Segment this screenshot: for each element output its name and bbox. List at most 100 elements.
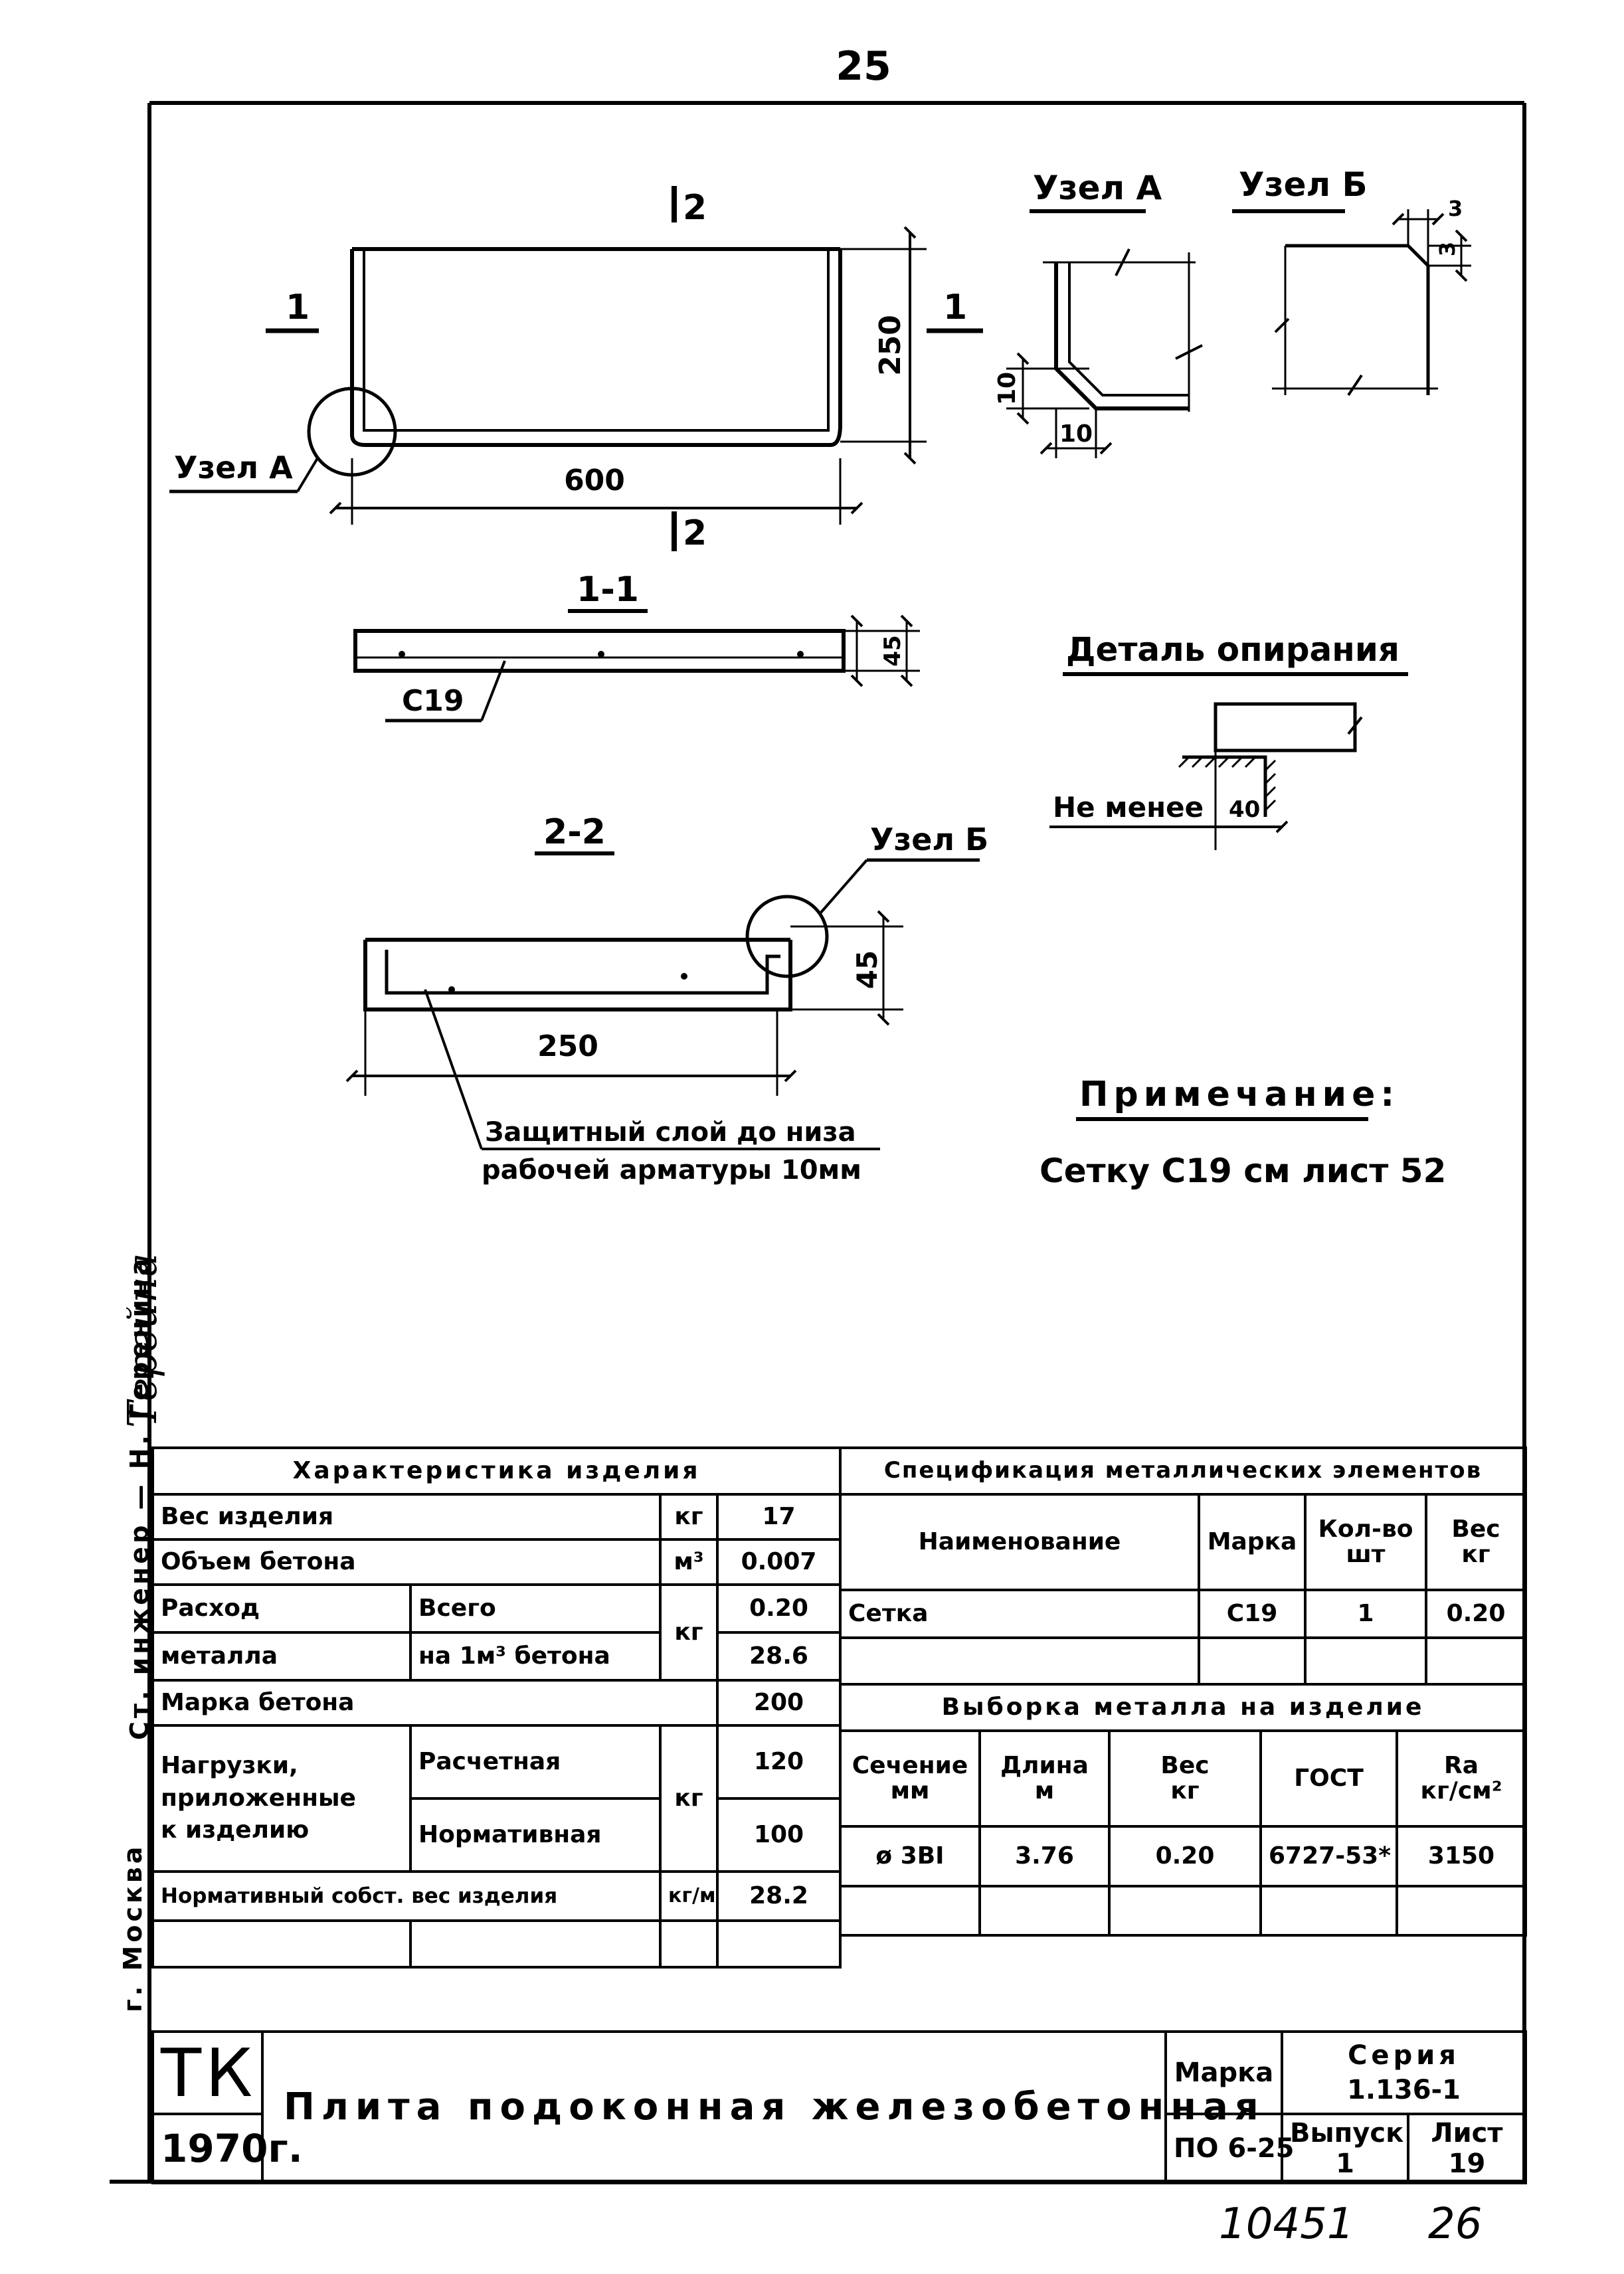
mark-label: Марка [1164, 2030, 1283, 2115]
weight-label: Вес изделия [151, 1493, 662, 1541]
loads-label-3: к изделию [161, 1816, 310, 1844]
self-weight-label: Нормативный собст. вес изделия [151, 1870, 662, 1922]
metal-row-section: ø 3ВI [839, 1825, 981, 1887]
metal-header-section-2: мм [890, 1777, 930, 1804]
metal-row-weight: 0.20 [1108, 1825, 1262, 1887]
metal-row-gost: 6727-53* [1259, 1825, 1398, 1887]
empty-cell [1108, 1885, 1262, 1937]
spec-header-qty-2: шт [1346, 1541, 1386, 1568]
empty-cell [978, 1885, 1111, 1937]
node-b-detail: Узел Б 3 3 [1232, 165, 1471, 396]
plan-view: 2 2 1 1 Узел А 600 250 [169, 186, 983, 553]
spec-row-qty: 1 [1304, 1589, 1427, 1639]
footer-page: 26 [1428, 2200, 1482, 2249]
section-2-dim-width: 250 [537, 1029, 598, 1063]
note-text: Сетку С19 см лист 52 [1039, 1152, 1446, 1190]
metal-header-ra: Ra кг/см² [1395, 1729, 1528, 1828]
concrete-grade-label: Марка бетона [151, 1679, 719, 1727]
specification-table: Спецификация металлических элементов Наи… [839, 1446, 1527, 1686]
empty-cell [659, 1919, 719, 1968]
metal-per-m3-value: 28.6 [715, 1631, 842, 1682]
node-a-dim-1: 10 [994, 372, 1021, 405]
section-mark-top: 2 [683, 188, 707, 228]
spec-row-name: Сетка [839, 1589, 1200, 1639]
spec-header-name: Наименование [839, 1493, 1200, 1591]
characteristics-table: Характеристика изделия Вес изделия кг 17… [151, 1446, 842, 1968]
spec-header-qty-1: Кол-во [1318, 1516, 1413, 1543]
metal-total-value: 0.20 [715, 1583, 842, 1634]
spec-row-weight: 0.20 [1425, 1589, 1527, 1639]
support-detail-dim: 40 [1229, 796, 1260, 823]
metal-per-m3-label: на 1м³ бетона [409, 1631, 662, 1682]
node-a-detail: Узел А 10 10 [994, 169, 1203, 458]
node-b-title: Узел Б [1239, 165, 1368, 204]
support-detail-label: Не менее [1053, 791, 1204, 824]
section-1-dim: 45 [879, 635, 906, 666]
concrete-grade-value: 200 [715, 1679, 842, 1727]
series-value: 1.136-1 [1347, 2075, 1461, 2105]
metal-header-section: Сечение мм [839, 1729, 981, 1828]
volume-unit: м³ [659, 1538, 719, 1586]
note: Примечание: Сетку С19 см лист 52 [1039, 1075, 1446, 1190]
weight-unit: кг [659, 1493, 719, 1541]
support-detail-title: Деталь опирания [1066, 630, 1399, 669]
metal-header-gost: ГОСТ [1259, 1729, 1398, 1828]
dim-length: 600 [564, 464, 625, 497]
load-norm-label: Нормативная [409, 1797, 662, 1873]
sheet-cell: Лист 19 [1407, 2113, 1527, 2184]
archive-number: 10451 [1219, 2200, 1354, 2249]
node-a-dim-2: 10 [1059, 420, 1093, 448]
volume-value: 0.007 [715, 1538, 842, 1586]
series-label: Серия [1348, 2040, 1460, 2071]
spec-header-qty: Кол-во шт [1304, 1493, 1427, 1591]
issue-cell: Выпуск 1 [1281, 2113, 1409, 2184]
loads-unit: кг [659, 1724, 719, 1873]
node-b-dim-2: 3 [1435, 242, 1460, 256]
spec-row-mark: С19 [1198, 1589, 1307, 1639]
metal-label-1: Расход [151, 1583, 412, 1634]
metal-header-weight-2: кг [1170, 1777, 1200, 1804]
empty-cell [1198, 1636, 1307, 1686]
section-2-2: 2-2 Узел Б 45 250 Защитный слой до низа … [345, 812, 988, 1185]
metal-unit: кг [659, 1583, 719, 1682]
loads-label: Нагрузки, приложенные к изделию [151, 1724, 412, 1873]
load-norm-value: 100 [715, 1797, 842, 1873]
dim-width: 250 [873, 315, 907, 376]
metal-selection-table: Выборка металла на изделие Сечение мм Дл… [838, 1683, 1528, 1937]
metal-selection-title: Выборка металла на изделие [838, 1683, 1528, 1732]
metal-total-label: Всего [409, 1583, 662, 1634]
empty-cell [839, 1636, 1200, 1686]
metal-header-length-1: Длина [1000, 1752, 1089, 1780]
page-number: 25 [836, 43, 891, 90]
series-cell: Серия 1.136-1 [1281, 2030, 1527, 2115]
volume-label: Объем бетона [151, 1538, 662, 1586]
self-weight-value: 28.2 [715, 1870, 842, 1922]
empty-cell [715, 1919, 842, 1968]
metal-header-weight: Вес кг [1108, 1729, 1262, 1828]
metal-header-length-2: м [1034, 1777, 1055, 1804]
margin-city: г. Москва [118, 1843, 147, 2012]
title-block: ТК Плита подоконная железобетонная Марка… [151, 2030, 1527, 2184]
section-1-mesh-label: С19 [402, 684, 464, 718]
spec-header-mark: Марка [1198, 1493, 1307, 1591]
metal-label-2: металла [151, 1631, 412, 1682]
drawing-title: Плита подоконная железобетонная [261, 2030, 1259, 2184]
protective-note-line2: рабочей арматуры 10мм [482, 1155, 861, 1185]
tk-label: ТК [151, 2030, 264, 2115]
node-a-title: Узел А [1033, 169, 1162, 207]
empty-cell [839, 1885, 981, 1937]
node-a-leader-label: Узел А [174, 450, 293, 485]
characteristics-title: Характеристика изделия [151, 1446, 842, 1496]
spec-header-weight-2: кг [1461, 1541, 1490, 1568]
loads-label-2: приложенные [161, 1784, 356, 1812]
weight-value: 17 [715, 1493, 842, 1541]
empty-cell [1395, 1885, 1528, 1937]
node-b-dim-1: 3 [1448, 196, 1463, 221]
metal-header-length: Длина м [978, 1729, 1111, 1828]
metal-header-section-1: Сечение [852, 1752, 968, 1780]
sheet-value: 19 [1448, 2148, 1486, 2179]
section-1-1: 1-1 45 С19 [353, 570, 920, 723]
empty-cell [1304, 1636, 1427, 1686]
metal-header-ra-2: кг/см² [1420, 1777, 1502, 1804]
loads-label-1: Нагрузки, [161, 1752, 298, 1780]
